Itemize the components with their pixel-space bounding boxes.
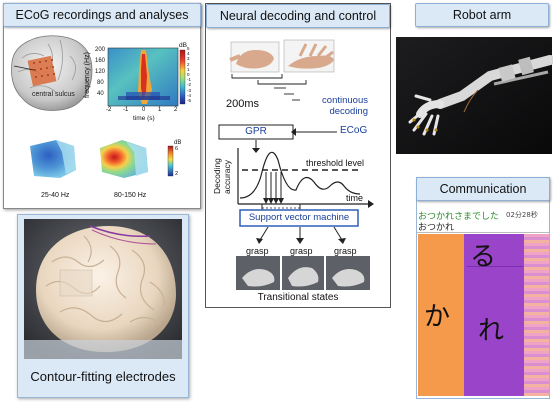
spectrogram-colorbar-tick: -1	[187, 77, 192, 83]
topo-colorbar-bottom: 2	[175, 171, 179, 177]
spectrogram-colorbar-tick: 0	[187, 72, 190, 77]
communication-title: Communication	[416, 177, 550, 201]
ecog-title: ECoG recordings and analyses	[3, 3, 201, 27]
current-text: おつかれ	[418, 223, 455, 233]
speller-column	[524, 234, 549, 396]
spectrogram-xtick: 2	[174, 107, 178, 113]
topo-left-label: 25-40 Hz	[41, 192, 70, 199]
topo-right-label: 80-150 Hz	[114, 192, 147, 199]
grasp-label: grasp	[334, 246, 357, 256]
central-sulcus-label: central sulcus	[32, 91, 75, 98]
grasp-label: grasp	[290, 246, 313, 256]
ecog-input-label: ECoG	[340, 125, 368, 136]
speller-divider	[417, 232, 549, 233]
continuous-decoding-label: continuous decoding	[300, 95, 368, 117]
spectrogram-colorbar-tick: -4	[187, 92, 192, 98]
speller-orange-block	[418, 234, 464, 396]
spectrogram-colorbar-tick: 2	[187, 61, 190, 67]
decoding-accuracy-label: Decoding accuracy	[212, 158, 232, 194]
spectrogram-colorbar-tick: 4	[187, 51, 190, 57]
spectrogram-colorbar-tick: 5	[187, 46, 190, 51]
threshold-label: threshold level	[306, 158, 365, 168]
spectrogram-colorbar-tick: 1	[187, 66, 190, 72]
spectrogram-ytick: 160	[95, 58, 106, 64]
kana-ru: る	[470, 242, 497, 272]
decoding-panel	[205, 3, 391, 308]
spectrogram-colorbar-tick: 3	[187, 56, 190, 62]
gpr-label: GPR	[245, 126, 267, 137]
continuous-decoding-text: continuous decoding	[322, 95, 368, 117]
spectrogram-xtick: -1	[123, 107, 129, 113]
robot-title: Robot arm	[415, 3, 549, 27]
spectrogram-colorbar-tick: -3	[187, 87, 192, 93]
typed-text: おつかれさまでした	[418, 212, 500, 222]
speller-column-divider	[467, 266, 523, 267]
transitional-states-label: Transitional states	[257, 292, 339, 303]
spectrogram-xtick: -2	[106, 107, 112, 113]
topo-colorbar-unit: dB	[174, 140, 182, 146]
decoding-title: Neural decoding and control	[206, 4, 390, 28]
spectrogram-xlabel: time (s)	[133, 115, 155, 122]
spectrogram-xtick: 1	[158, 107, 162, 113]
decoding-accuracy-text: Decoding accuracy	[212, 158, 232, 194]
electrodes-caption: Contour-fitting electrodes	[30, 369, 176, 384]
time-200ms-label: 200ms	[226, 98, 260, 110]
svm-label: Support vector machine	[248, 212, 350, 223]
spectrogram-ytick: 120	[95, 69, 106, 75]
spectrogram-ylabel: frequency (Hz)	[84, 52, 91, 98]
grasp-label: grasp	[246, 246, 269, 256]
spectrogram-ytick: 40	[97, 91, 104, 97]
ecog-panel	[3, 3, 201, 209]
timer-text: 02分28秒	[506, 211, 538, 219]
spectrogram-ytick: 200	[95, 47, 106, 53]
time-axis-label: time	[346, 193, 364, 203]
spectrogram-colorbar-tick: -5	[187, 98, 192, 103]
topo-colorbar-top: 6	[175, 146, 179, 152]
spectrogram-xtick: 0	[142, 107, 146, 113]
kana-ka: か	[424, 302, 451, 332]
spectrogram-ytick: 80	[97, 80, 104, 86]
spectrogram-colorbar-unit: dB	[179, 42, 187, 49]
kana-re: れ	[478, 316, 505, 346]
speller-purple-block	[464, 234, 524, 396]
spectrogram-colorbar-tick: -2	[187, 82, 192, 88]
